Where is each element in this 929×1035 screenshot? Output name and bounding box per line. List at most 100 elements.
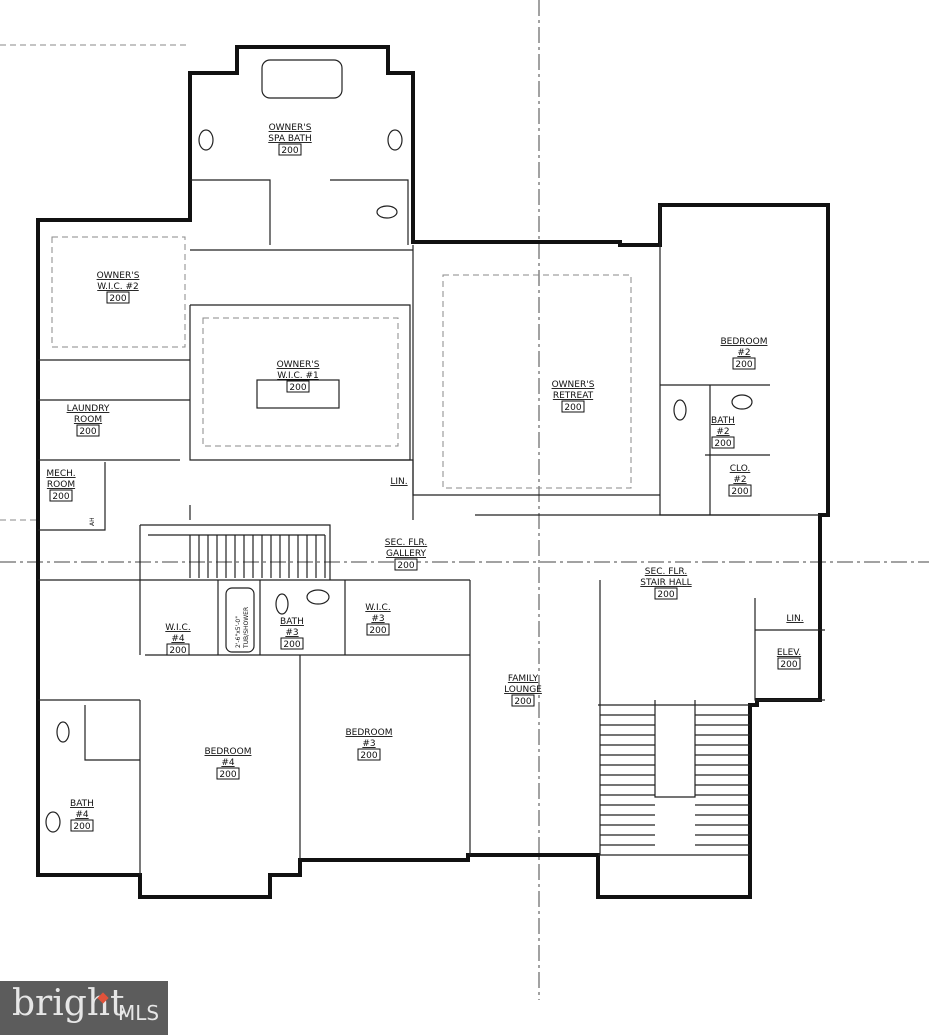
room-name: OWNER'S [277,360,320,370]
room-name: #2 [716,427,729,437]
room-name: OWNER'S [97,271,140,281]
room-label-bath4: BATH#4 200 [70,799,94,832]
area-box [711,436,735,449]
area-box [286,380,310,393]
area-box [394,558,418,571]
room-name: OWNER'S [552,380,595,390]
room-name: SEC. FLR. [385,538,427,548]
area-box [166,643,190,656]
area-box [511,694,535,707]
area-box [49,489,73,502]
room-name: LAUNDRY [67,404,110,414]
room-name: RETREAT [553,391,594,401]
exterior-wall [36,45,830,899]
room-name: ROOM [47,480,75,490]
room-label-bedroom4: BEDROOM#4 200 [205,747,252,780]
room-label-bedroom2: BEDROOM#2 200 [721,337,768,370]
sink-icon [306,589,330,605]
room-name: BATH [711,416,735,426]
area-box [777,657,801,670]
room-number: 200 [281,146,298,156]
room-name: #4 [75,810,89,820]
room-name: ELEV. [777,648,801,658]
room-number: 200 [79,427,96,437]
room-name: #2 [737,348,750,358]
room-number: 200 [360,751,377,761]
room-label-mech: MECH.ROOM 200 [46,469,75,502]
room-name: #3 [285,628,298,638]
room-name: OWNER'S [269,123,312,133]
room-number: 200 [514,697,531,707]
room-number: 200 [369,626,386,636]
room-number: 200 [735,360,752,370]
toilet-icon [56,721,70,743]
room-name: FAMILY [508,674,539,684]
room-label-wic3: W.I.C.#3 200 [365,603,390,636]
room-name: W.I.C. #2 [97,282,139,292]
room-number: 200 [52,492,69,502]
room-name: W.I.C. #1 [277,371,319,381]
toilet-icon [376,205,398,219]
room-number: 200 [283,640,300,650]
sink-icon [45,811,61,833]
room-name: W.I.C. [365,603,390,613]
area-box [280,637,304,650]
stair-treads [189,535,750,846]
linen-label: LIN. [390,477,407,487]
room-name: BEDROOM [721,337,768,347]
toilet-icon [275,593,289,615]
area-box [654,587,678,600]
tub-dimension: 2'-6"x5'-0" [235,616,242,648]
sink-icon [731,394,753,410]
room-name: BATH [70,799,94,809]
room-name: BEDROOM [205,747,252,757]
bathtub-icon [261,59,343,99]
room-name: MECH. [46,469,75,479]
room-number: 200 [289,383,306,393]
room-name: CLO. [730,464,751,474]
area-box [70,819,94,832]
bathtub-icon [225,587,255,653]
interior-walls [38,179,825,875]
room-number: 200 [73,822,90,832]
area-box [76,424,100,437]
tray-ceiling [442,274,632,489]
room-name: #4 [221,758,235,768]
ceiling-outline [51,236,186,348]
sink-icon [387,129,403,151]
room-number: 200 [780,660,797,670]
room-name: LOUNGE [504,685,542,695]
room-name: #3 [371,614,384,624]
room-label-wic4: W.I.C.#4 200 [165,623,190,656]
room-number: 200 [169,646,186,656]
room-name: #3 [362,739,375,749]
room-name: ROOM [74,415,102,425]
area-box [728,484,752,497]
sink-icon [198,129,214,151]
tub-label: TUB/SHOWER [243,607,250,649]
room-name: #4 [171,634,185,644]
area-box [357,748,381,761]
room-name: W.I.C. [165,623,190,633]
toilet-icon [673,399,687,421]
room-number: 200 [219,770,236,780]
room-number: 200 [564,403,581,413]
area-box [216,767,240,780]
room-name: SPA BATH [268,134,311,144]
area-box [106,291,130,304]
ceiling-outline [202,317,399,447]
linen-label: LIN. [786,614,803,624]
room-number: 200 [657,590,674,600]
room-number: 200 [397,561,414,571]
island [256,379,340,409]
